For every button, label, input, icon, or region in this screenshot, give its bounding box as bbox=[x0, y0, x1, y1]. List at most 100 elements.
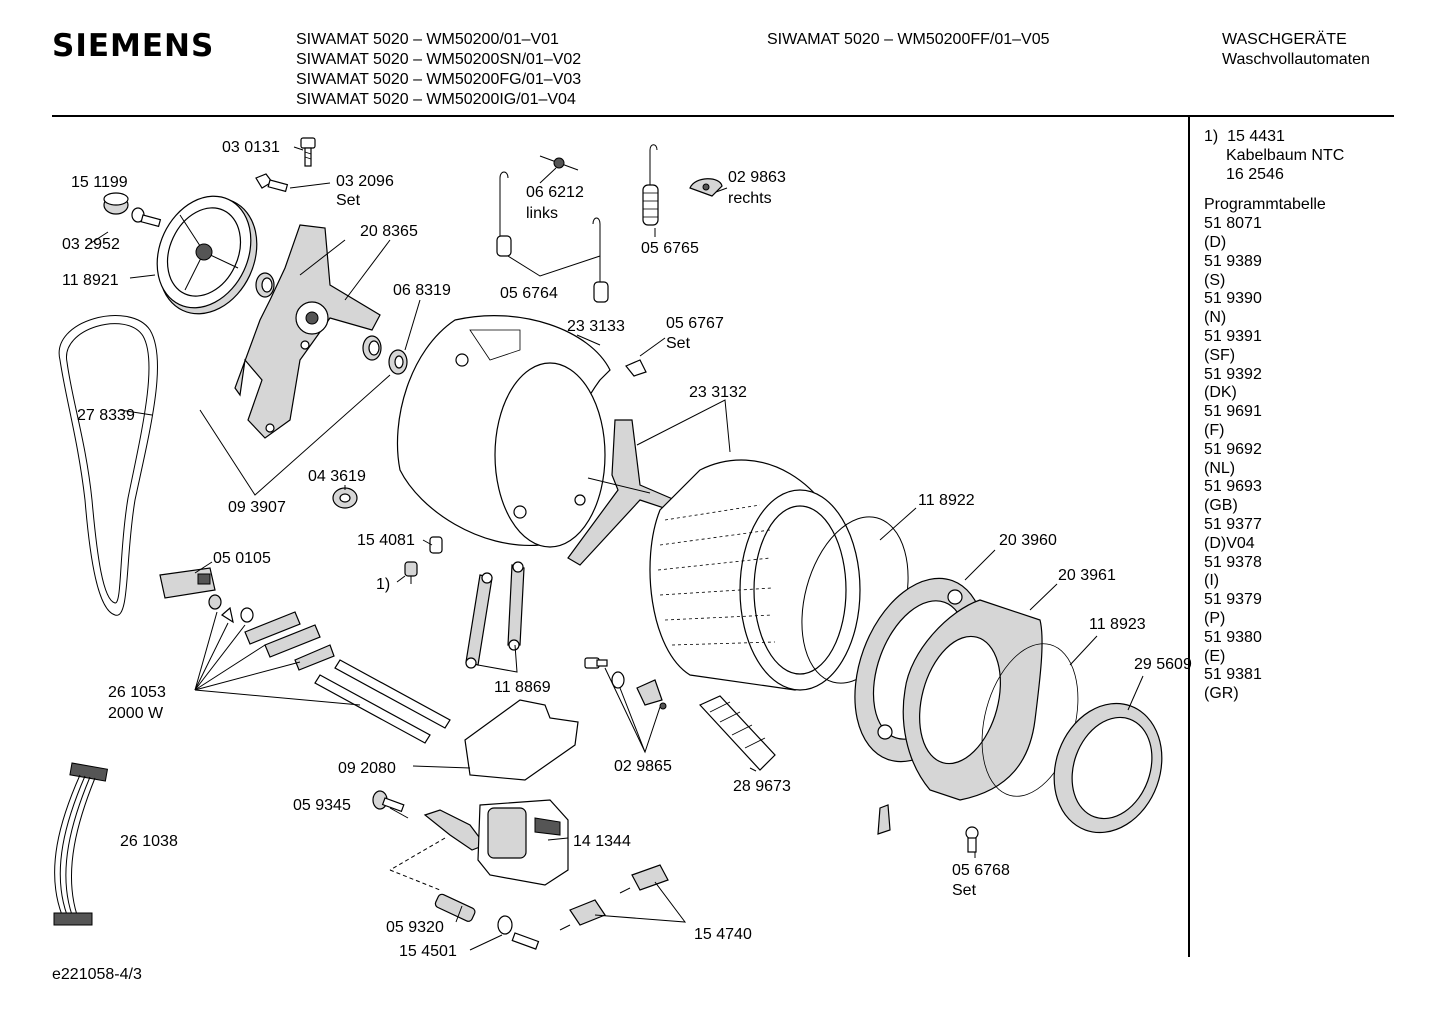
model-list-middle: SIWAMAT 5020 – WM50200FF/01–V05 bbox=[767, 30, 1050, 50]
program-entry: (D)V04 bbox=[1204, 534, 1255, 552]
label-289673: 28 9673 bbox=[733, 778, 791, 795]
label-030131: 03 0131 bbox=[222, 139, 280, 156]
label-footnote-1: 1) bbox=[376, 576, 390, 593]
part-shock-absorber-118869 bbox=[465, 561, 525, 669]
part-belt-278339 bbox=[58, 315, 159, 616]
label-141344: 14 1344 bbox=[573, 833, 631, 850]
program-entry: 51 9377 bbox=[1204, 515, 1262, 533]
part-grommet-043619 bbox=[332, 487, 358, 509]
part-bearing-cross-208365 bbox=[234, 224, 381, 439]
label-056764: 05 6764 bbox=[500, 285, 558, 302]
program-entry: 51 9392 bbox=[1204, 365, 1262, 383]
label-118922: 11 8922 bbox=[918, 492, 975, 509]
part-pulley-118921 bbox=[156, 195, 258, 315]
label-154501: 15 4501 bbox=[399, 943, 457, 960]
label-118923: 11 8923 bbox=[1089, 616, 1146, 633]
part-door-seal-295609 bbox=[1053, 702, 1163, 834]
part-clip-066212 bbox=[539, 155, 579, 171]
part-front-panel-203961 bbox=[902, 599, 1043, 801]
model-list-left: SIWAMAT 5020 – WM50200/01–V01 SIWAMAT 50… bbox=[296, 30, 581, 110]
label-056767-set: Set bbox=[666, 335, 691, 352]
part-bracket-029863 bbox=[689, 178, 723, 197]
side-notes: 1) 15 4431 Kabelbaum NTC 16 2546 Program… bbox=[1204, 128, 1344, 704]
program-entry: (P) bbox=[1204, 609, 1226, 627]
program-entry: (GR) bbox=[1204, 685, 1239, 703]
part-hose-289673 bbox=[698, 695, 776, 771]
part-bracket-029865 bbox=[584, 657, 667, 710]
program-entry: 51 9391 bbox=[1204, 327, 1262, 345]
program-entry: 51 9381 bbox=[1204, 666, 1262, 684]
part-screw-032096 bbox=[255, 173, 289, 193]
footnote-line: 16 2546 bbox=[1226, 165, 1284, 183]
label-066212-links: links bbox=[526, 205, 558, 222]
model-line: SIWAMAT 5020 – WM50200FF/01–V05 bbox=[767, 31, 1050, 48]
program-entry: (I) bbox=[1204, 572, 1220, 590]
part-screw-059345 bbox=[372, 790, 405, 813]
part-connector-050105 bbox=[159, 567, 216, 599]
part-pin-059320 bbox=[434, 893, 476, 922]
program-entry: (NL) bbox=[1204, 459, 1236, 477]
label-208365: 20 8365 bbox=[360, 223, 418, 240]
product-category: WASCHGERÄTE Waschvollautomaten bbox=[1222, 30, 1370, 70]
sidebar-divider bbox=[1188, 117, 1190, 957]
program-entry: 51 9693 bbox=[1204, 478, 1262, 496]
category-subtitle: Waschvollautomaten bbox=[1222, 51, 1370, 68]
footnote-head: 1) 15 4431 bbox=[1204, 128, 1285, 145]
program-entry: (GB) bbox=[1204, 497, 1238, 515]
part-cable-261038 bbox=[53, 762, 109, 926]
program-entry: (DK) bbox=[1204, 384, 1237, 402]
siemens-logo: SIEMENS bbox=[52, 28, 215, 64]
label-068319: 06 8319 bbox=[393, 282, 451, 299]
label-203961: 20 3961 bbox=[1058, 567, 1116, 584]
label-278339: 27 8339 bbox=[77, 407, 135, 424]
label-2000w: 2000 W bbox=[108, 705, 164, 722]
part-bearing bbox=[255, 272, 275, 298]
label-029863: 02 9863 bbox=[728, 169, 786, 186]
label-151199: 15 1199 bbox=[71, 174, 128, 191]
label-056768-set: Set bbox=[952, 882, 977, 899]
label-059320: 05 9320 bbox=[386, 919, 444, 936]
label-261038: 26 1038 bbox=[120, 833, 178, 850]
part-cover-092080 bbox=[464, 699, 579, 781]
label-154081: 15 4081 bbox=[357, 532, 415, 549]
program-entry: (S) bbox=[1204, 271, 1226, 289]
part-clip-056767 bbox=[625, 359, 647, 377]
program-entry: (N) bbox=[1204, 309, 1227, 327]
label-203960: 20 3960 bbox=[999, 532, 1057, 549]
program-entry: 51 9691 bbox=[1204, 403, 1262, 421]
label-118921: 11 8921 bbox=[62, 272, 119, 289]
label-295609: 29 5609 bbox=[1134, 656, 1192, 673]
label-092080: 09 2080 bbox=[338, 760, 396, 777]
drawing-reference: e221058-4/3 bbox=[52, 966, 142, 983]
program-entry: 51 9380 bbox=[1204, 628, 1262, 646]
label-032952: 03 2952 bbox=[62, 236, 120, 253]
label-154740: 15 4740 bbox=[694, 926, 752, 943]
part-tub-rear-233133 bbox=[396, 315, 611, 548]
label-093907: 09 3907 bbox=[228, 499, 286, 516]
label-056767: 05 6767 bbox=[666, 315, 724, 332]
category-title: WASCHGERÄTE bbox=[1222, 31, 1347, 48]
label-029865: 02 9865 bbox=[614, 758, 672, 775]
part-screw-154501 bbox=[497, 915, 540, 950]
part-bearing bbox=[362, 335, 382, 361]
part-heater-261053 bbox=[208, 594, 451, 744]
program-entry: 51 9379 bbox=[1204, 591, 1262, 609]
part-clip-056768 bbox=[877, 804, 979, 853]
program-entry: (D) bbox=[1204, 233, 1227, 251]
program-entry: (SF) bbox=[1204, 346, 1236, 364]
program-entry: (F) bbox=[1204, 421, 1225, 439]
program-entry: 51 9390 bbox=[1204, 290, 1262, 308]
label-261053: 26 1053 bbox=[108, 684, 166, 701]
part-screw-030131 bbox=[300, 137, 316, 167]
label-056768: 05 6768 bbox=[952, 862, 1010, 879]
program-entry: 51 8071 bbox=[1204, 215, 1262, 233]
program-entry: 51 9692 bbox=[1204, 440, 1262, 458]
model-line: SIWAMAT 5020 – WM50200IG/01–V04 bbox=[296, 91, 576, 108]
label-059345: 05 9345 bbox=[293, 797, 351, 814]
header-divider bbox=[52, 115, 1394, 117]
program-entry: 51 9389 bbox=[1204, 252, 1262, 270]
model-line: SIWAMAT 5020 – WM50200/01–V01 bbox=[296, 31, 559, 48]
label-233132: 23 3132 bbox=[689, 384, 747, 401]
part-bolt-032952 bbox=[131, 207, 162, 228]
label-032096-set: Set bbox=[336, 192, 361, 209]
